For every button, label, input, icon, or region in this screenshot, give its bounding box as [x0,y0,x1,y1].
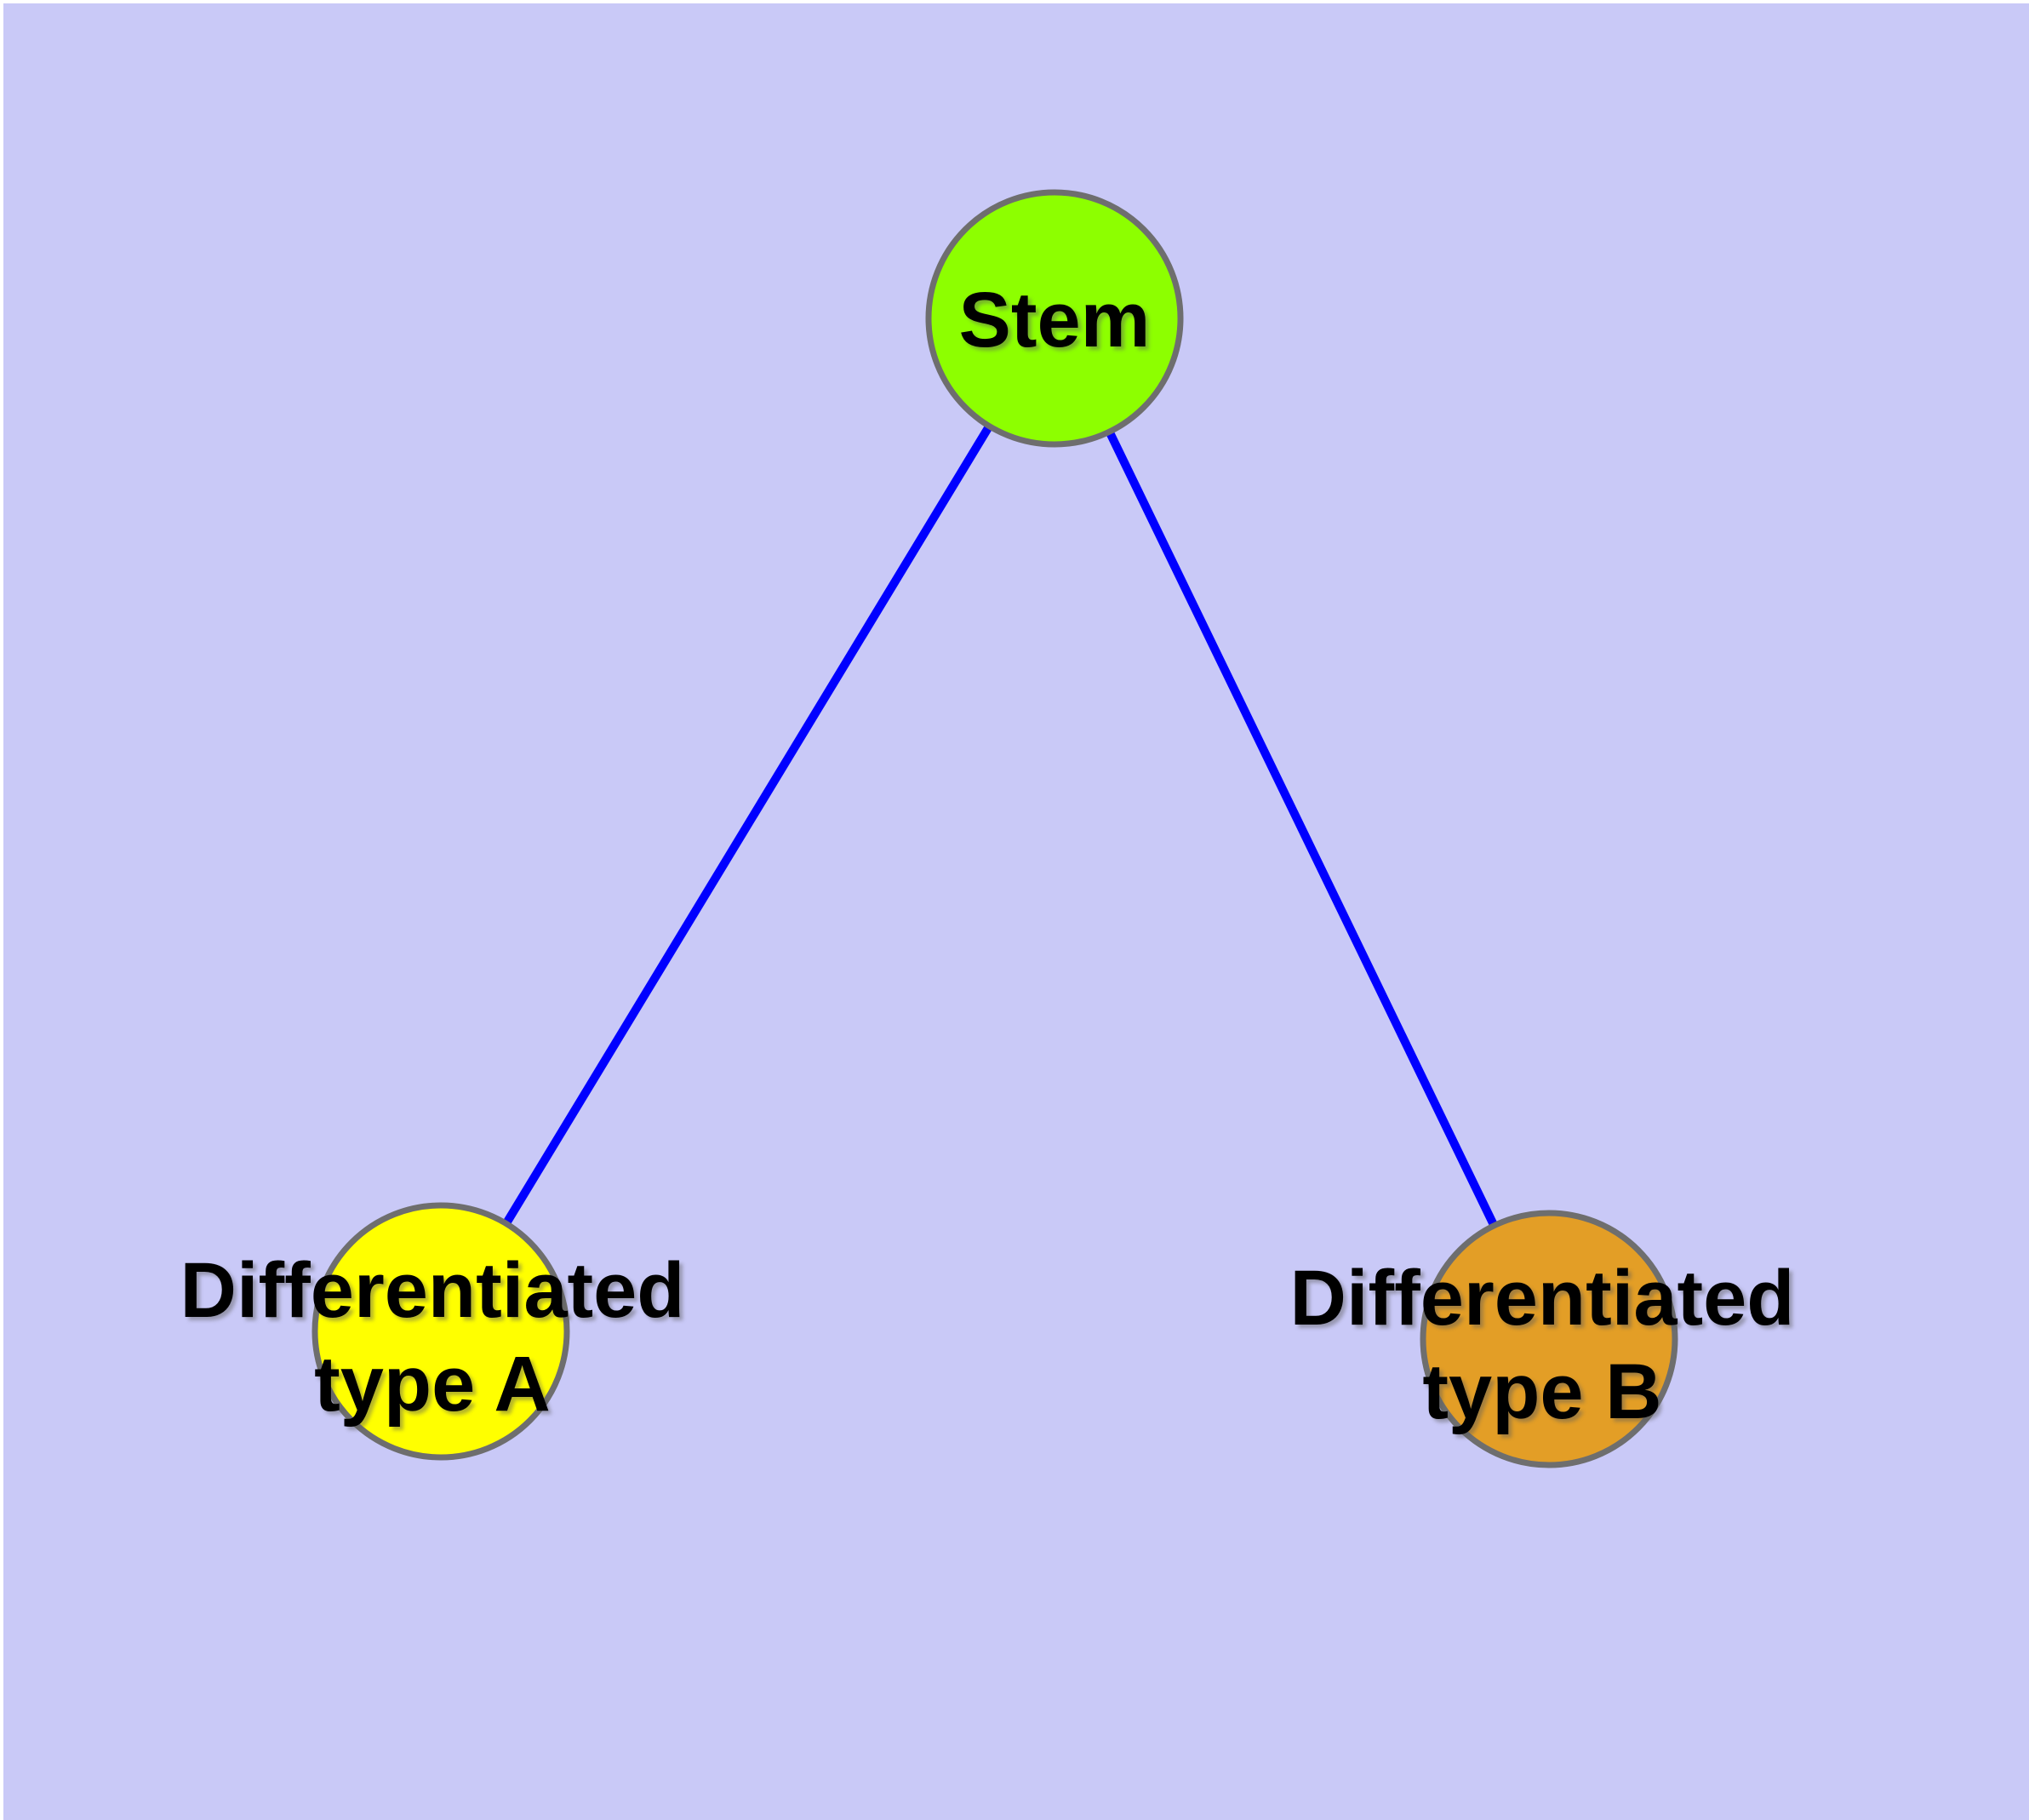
node-differentiated-type-a [311,1202,570,1461]
node-type-a-label-line1: Differentiated [180,1247,685,1334]
edge-stem-to-type-a [437,316,1059,1334]
node-differentiated-type-b [1420,1210,1678,1468]
node-type-b-label-line2: type B [1422,1348,1661,1435]
node-stem [925,189,1184,448]
edge-stem-to-type-b [1050,316,1553,1342]
node-type-b-label-line1: Differentiated [1290,1255,1795,1342]
node-stem-label: Stem [959,277,1151,363]
node-type-a-label-line2: type A [314,1341,551,1428]
